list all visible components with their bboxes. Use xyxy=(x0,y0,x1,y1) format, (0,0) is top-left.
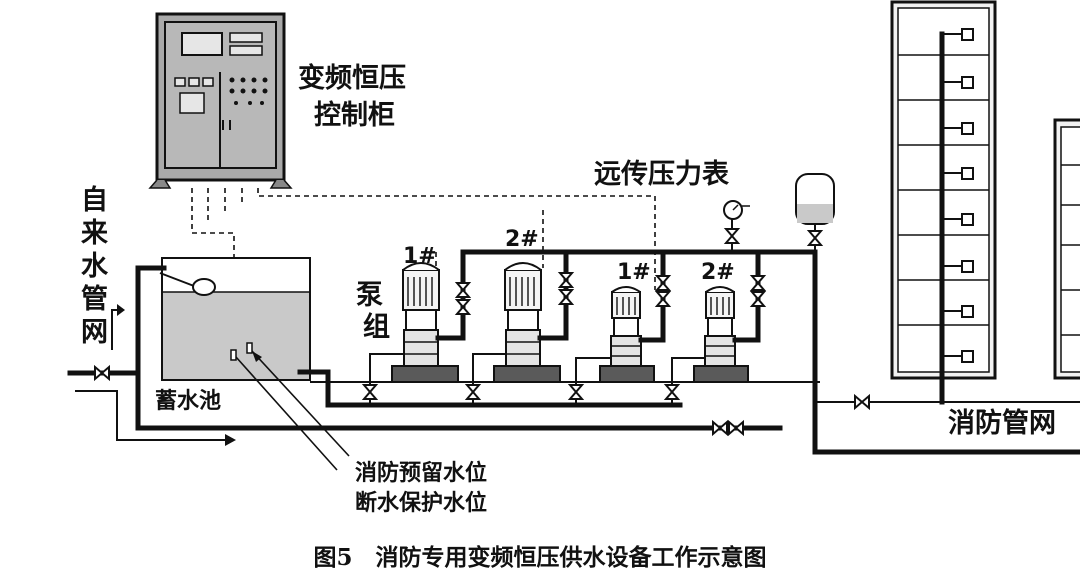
arrow-up-icon xyxy=(117,304,125,316)
pump-2: 2# xyxy=(472,227,573,383)
remote-pressure-gauge xyxy=(723,200,750,252)
pump-4-id: 2# xyxy=(701,260,735,285)
cabinet-display-screen xyxy=(181,32,223,56)
cutoff-level-pointer xyxy=(251,350,350,457)
cutoff-protection-level-label: 断水保护水位 xyxy=(355,490,487,516)
pump-2-id: 2# xyxy=(505,227,539,252)
cabinet-label-line1: 变频恒压 xyxy=(298,62,406,94)
tap-water-inlet: 自 来 水 管 网 xyxy=(67,184,236,446)
building-2 xyxy=(1053,118,1080,380)
pump-4: 2# xyxy=(671,249,765,383)
pump-1-id: 1# xyxy=(403,244,437,269)
figure-caption: 图5 消防专用变频恒压供水设备工作示意图 xyxy=(313,544,766,571)
fire-reserve-level-label: 消防预留水位 xyxy=(355,460,487,486)
pump-group-label-1: 泵 xyxy=(356,280,383,311)
building-1 xyxy=(890,0,997,405)
level-sensor-cutoff xyxy=(246,342,253,354)
discharge-header xyxy=(460,249,1080,455)
tap-label-char-4: 管 xyxy=(81,284,108,315)
tap-label-char-5: 网 xyxy=(81,317,108,348)
remote-gauge-label: 远传压力表 xyxy=(594,159,729,190)
fire-hydrant-icons xyxy=(942,28,974,363)
arrow-right-icon xyxy=(225,434,236,446)
control-cabinet xyxy=(148,12,293,189)
pump-3: 1# xyxy=(575,249,670,383)
fire-network-label: 消防管网 xyxy=(948,408,1056,439)
pump-3-id: 1# xyxy=(617,260,651,285)
reserve-level-pointer xyxy=(235,356,338,471)
tap-label-char-1: 自 xyxy=(81,184,108,216)
cabinet-label-line2: 控制柜 xyxy=(314,100,395,131)
pump-group-label-2: 组 xyxy=(363,311,390,343)
pump-1: 1# xyxy=(369,244,470,383)
storage-tank xyxy=(159,257,311,381)
storage-tank-label: 蓄水池 xyxy=(155,389,221,414)
float-valve-icon xyxy=(192,278,216,296)
pressure-tank xyxy=(795,173,835,252)
tap-label-char-3: 水 xyxy=(81,251,109,282)
level-sensor-reserve xyxy=(230,349,237,361)
tap-label-char-2: 来 xyxy=(81,218,108,249)
